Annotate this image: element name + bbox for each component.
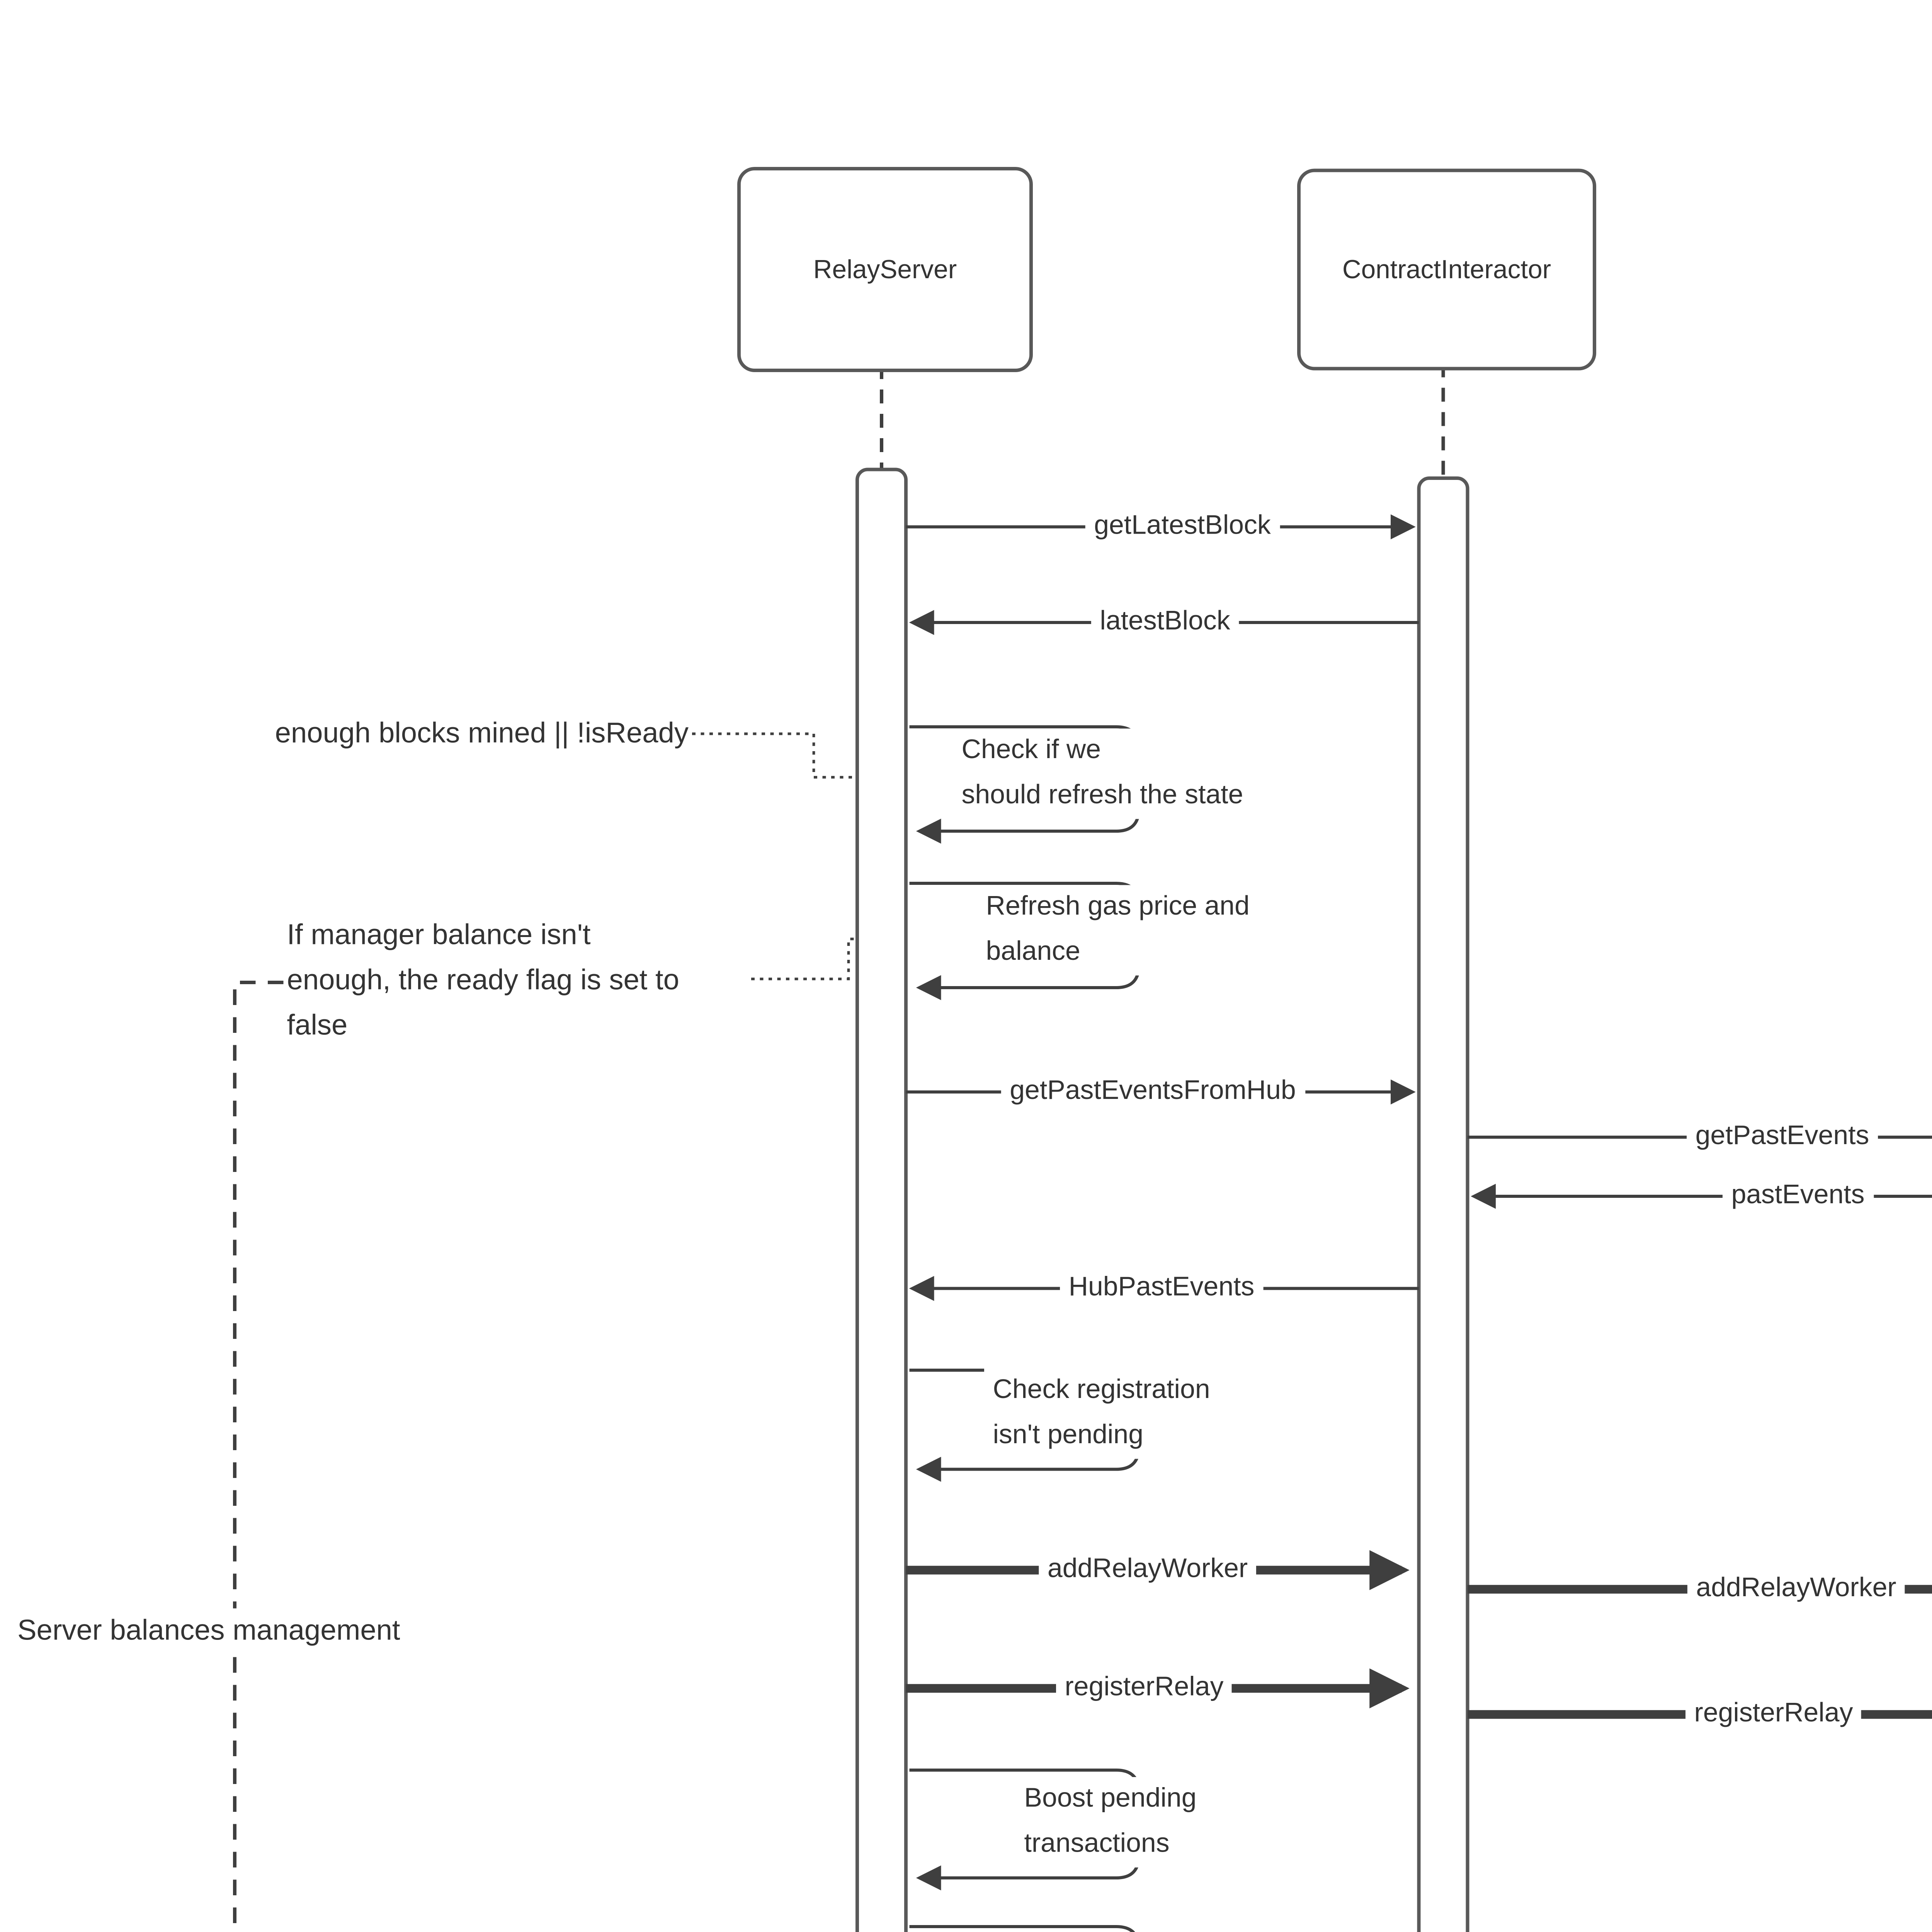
self-message-label-boost-pending: Boost pending transactions [1015, 1777, 1205, 1867]
region-bracket-dashed [233, 981, 284, 1932]
self-message-label-check-refresh: Check if we should refresh the state [953, 728, 1252, 819]
self-message-label-check-registration: Check registration isn't pending [984, 1368, 1219, 1459]
note-manager-balance: If manager balance isn't enough, the rea… [283, 913, 683, 1049]
message-label-hubpastevents: HubPastEvents [1060, 1266, 1263, 1311]
note-connector-enough-blocks [692, 732, 887, 779]
message-label-pastevents: pastEvents [1722, 1173, 1874, 1219]
message-label-addrelayworker-2: addRelayWorker [1687, 1566, 1905, 1612]
message-label-getlatestblock: getLatestBlock [1085, 504, 1280, 549]
message-label-registerrelay-2: registerRelay [1685, 1692, 1862, 1737]
actor-relayserver-label: RelayServer [813, 255, 957, 284]
self-message-label-refresh-gas: Refresh gas price and balance [977, 885, 1259, 976]
activation-bar-contractinteractor [1417, 476, 1469, 1932]
message-label-latestblock: latestBlock [1091, 600, 1239, 645]
message-label-addrelayworker-1: addRelayWorker [1039, 1548, 1257, 1593]
actor-contractinteractor: ContractInteractor [1297, 168, 1596, 371]
region-label-server-balances: Server balances management [10, 1608, 407, 1654]
self-message-arrow-handlepasthubevents [909, 1925, 1135, 1932]
actor-relayserver: RelayServer [737, 167, 1033, 372]
actor-contractinteractor-label: ContractInteractor [1342, 255, 1551, 284]
message-label-registerrelay-1: registerRelay [1056, 1666, 1232, 1711]
message-label-getpastevents: getPastEvents [1687, 1114, 1878, 1160]
message-label-getpasteventsfromhub: getPastEventsFromHub [1001, 1069, 1305, 1115]
activation-bar-relayserver [855, 468, 908, 1932]
note-enough-blocks: enough blocks mined || !isReady [209, 711, 692, 757]
